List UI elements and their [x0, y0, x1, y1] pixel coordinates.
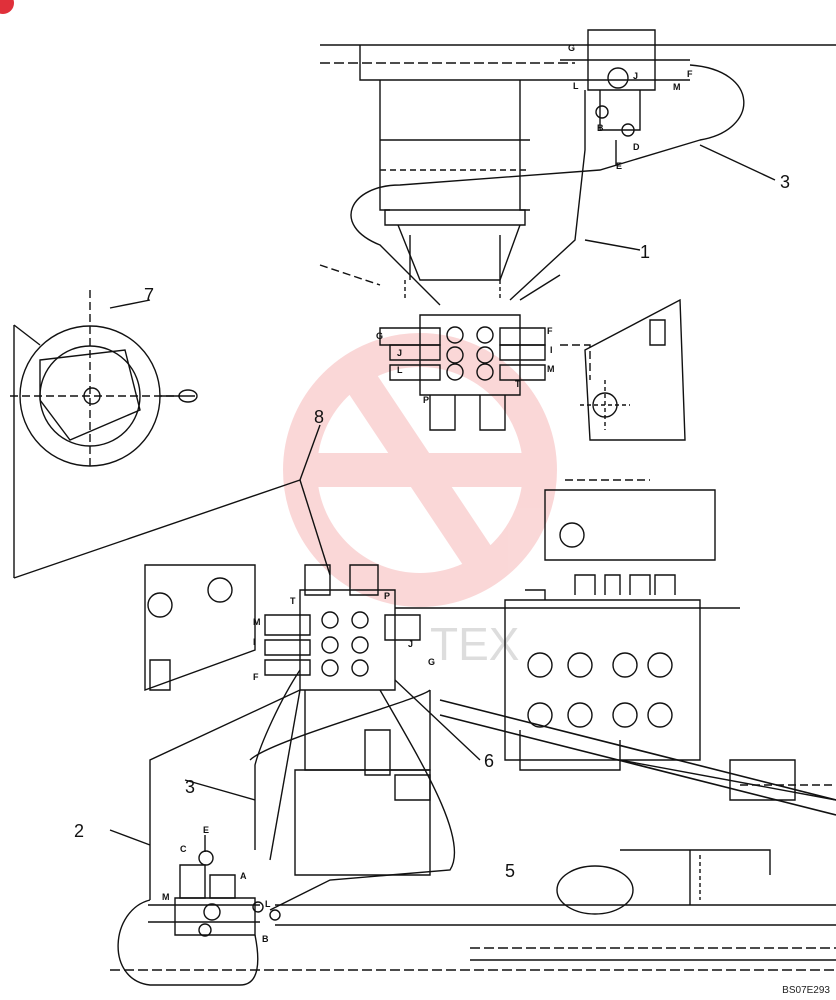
port-label-m-top: M [673, 82, 681, 92]
port-label-g-top: G [568, 43, 576, 53]
port-label-c-bottom: C [180, 844, 187, 854]
port-label-d-top: D [633, 142, 640, 152]
callout-7: 7 [144, 285, 155, 305]
drawing-code: BS07E293 [782, 985, 830, 996]
callout-2: 2 [74, 821, 85, 841]
callout-1: 1 [640, 242, 651, 262]
callout-5: 5 [505, 861, 516, 881]
port-label-l-valve-top: L [397, 365, 403, 375]
watermark-text: TEX [430, 618, 519, 670]
brand-badge-icon [0, 0, 14, 14]
callout-8: 8 [314, 407, 325, 427]
port-label-g-valve-top: G [376, 331, 384, 341]
port-label-b-top: B [597, 123, 604, 133]
callout-3-top: 3 [780, 172, 791, 192]
port-label-i-valve-top: I [550, 345, 553, 355]
port-label-l-bottom: L [265, 899, 271, 909]
port-label-m-valve-bottom: M [253, 617, 261, 627]
port-label-b-bottom: B [262, 934, 269, 944]
port-label-t-valve-bottom: T [290, 596, 296, 606]
port-label-j-valve-top: J [397, 348, 403, 358]
port-label-m-valve-top: M [547, 364, 555, 374]
port-label-l-top: L [573, 81, 579, 91]
port-label-e-top: E [616, 161, 623, 171]
port-label-p-valve-bottom: P [384, 591, 391, 601]
port-label-j-top: J [633, 71, 639, 81]
port-label-p-valve-top: P [423, 395, 430, 405]
port-label-e-bottom: E [203, 825, 210, 835]
port-label-f-top: F [687, 69, 693, 79]
port-label-f-valve-bottom: F [253, 672, 259, 682]
port-label-a-bottom: A [240, 871, 247, 881]
callout-6: 6 [484, 751, 495, 771]
port-label-f-valve-top: F [547, 326, 553, 336]
main-lines [10, 29, 836, 986]
port-label-g-valve-bottom: G [428, 657, 436, 667]
port-label-i-valve-bottom: I [253, 637, 256, 647]
callout-3-bottom: 3 [185, 777, 196, 797]
port-label-j-valve-bottom: J [408, 639, 414, 649]
port-label-t-valve-top: T [515, 379, 521, 389]
port-label-m-bottom: M [162, 892, 170, 902]
